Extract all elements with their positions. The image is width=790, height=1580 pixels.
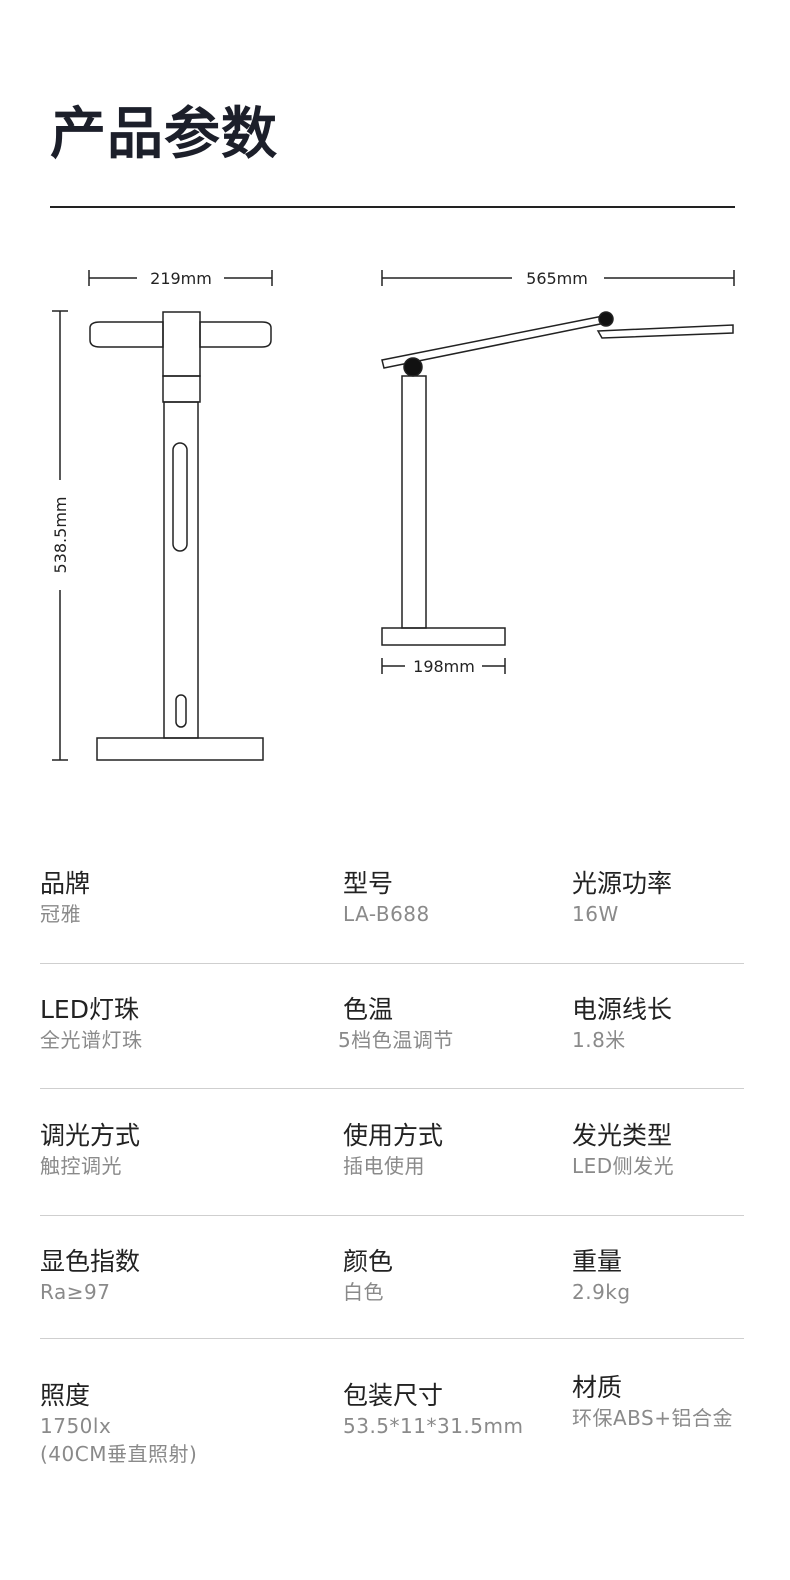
title-divider — [50, 206, 735, 208]
spec-value: 白色 — [343, 1280, 384, 1304]
spec-value: 2.9kg — [572, 1280, 631, 1304]
row-divider — [40, 1338, 744, 1339]
row-divider — [40, 1215, 744, 1216]
spec-value: LA-B688 — [343, 902, 430, 926]
spec-label: LED灯珠 — [40, 995, 139, 1024]
spec-color-temp: 色温 5档色温调节 — [338, 994, 454, 1054]
base-width-label: 198mm — [413, 657, 475, 676]
spec-label: 显色指数 — [40, 1247, 141, 1276]
spec-label: 包装尺寸 — [343, 1381, 444, 1410]
spec-value: 插电使用 — [343, 1154, 425, 1178]
spec-cord-length: 电源线长 1.8米 — [572, 994, 672, 1054]
spec-value: LED侧发光 — [572, 1154, 675, 1178]
side-view-drawing: 565mm 198mm — [381, 269, 735, 676]
spec-material: 材质环保ABS+铝合金 — [572, 1372, 733, 1432]
spec-label: 光源功率 — [572, 869, 673, 898]
spec-dimming: 调光方式触控调光 — [40, 1120, 140, 1180]
spec-value-note: (40CM垂直照射) — [40, 1442, 198, 1466]
spec-label: 照度 — [40, 1381, 91, 1410]
spec-value: 5档色温调节 — [338, 1028, 454, 1052]
spec-value: 冠雅 — [40, 902, 81, 926]
spec-value: 1750lx — [40, 1414, 112, 1438]
page-title: 产品参数 — [50, 102, 278, 167]
spec-label: 使用方式 — [343, 1121, 444, 1150]
spec-weight: 重量 2.9kg — [572, 1246, 631, 1306]
spec-value: 触控调光 — [40, 1154, 122, 1178]
height-label: 538.5mm — [51, 497, 70, 574]
spec-value: 全光谱灯珠 — [40, 1028, 143, 1052]
spec-value: Ra≥97 — [40, 1280, 111, 1304]
front-view-drawing: 219mm 538.5mm — [51, 269, 273, 761]
lamp-dimension-drawings: 219mm 538.5mm 565mm 198mm — [51, 269, 735, 761]
spec-value: 1.8米 — [572, 1028, 626, 1052]
front-width-label: 219mm — [150, 269, 212, 288]
spec-usage: 使用方式插电使用 — [343, 1120, 443, 1180]
spec-power: 光源功率 16W — [572, 868, 672, 928]
spec-value: 环保ABS+铝合金 — [572, 1406, 734, 1430]
spec-label: 重量 — [572, 1247, 623, 1276]
spec-label: 调光方式 — [40, 1121, 141, 1150]
spec-color: 颜色白色 — [343, 1246, 393, 1306]
spec-label: 材质 — [572, 1373, 623, 1402]
spec-illuminance: 照度 1750lx (40CM垂直照射) — [40, 1380, 197, 1468]
side-reach-label: 565mm — [526, 269, 588, 288]
spec-cri: 显色指数 Ra≥97 — [40, 1246, 140, 1306]
spec-label: 品牌 — [40, 869, 91, 898]
spec-package-size: 包装尺寸 53.5*11*31.5mm — [343, 1380, 523, 1440]
row-divider — [40, 1088, 744, 1089]
row-divider — [40, 963, 744, 964]
spec-label: 颜色 — [343, 1247, 394, 1276]
spec-model: 型号 LA-B688 — [343, 868, 430, 928]
spec-brand: 品牌冠雅 — [40, 868, 90, 928]
spec-label: 色温 — [343, 995, 394, 1024]
spec-label: 型号 — [343, 869, 394, 898]
spec-label: 发光类型 — [572, 1121, 673, 1150]
spec-value: 16W — [572, 902, 619, 926]
spec-label: 电源线长 — [572, 995, 673, 1024]
spec-light-type: 发光类型 LED侧发光 — [572, 1120, 674, 1180]
spec-value: 53.5*11*31.5mm — [343, 1414, 524, 1438]
spec-led: LED灯珠全光谱灯珠 — [40, 994, 143, 1054]
